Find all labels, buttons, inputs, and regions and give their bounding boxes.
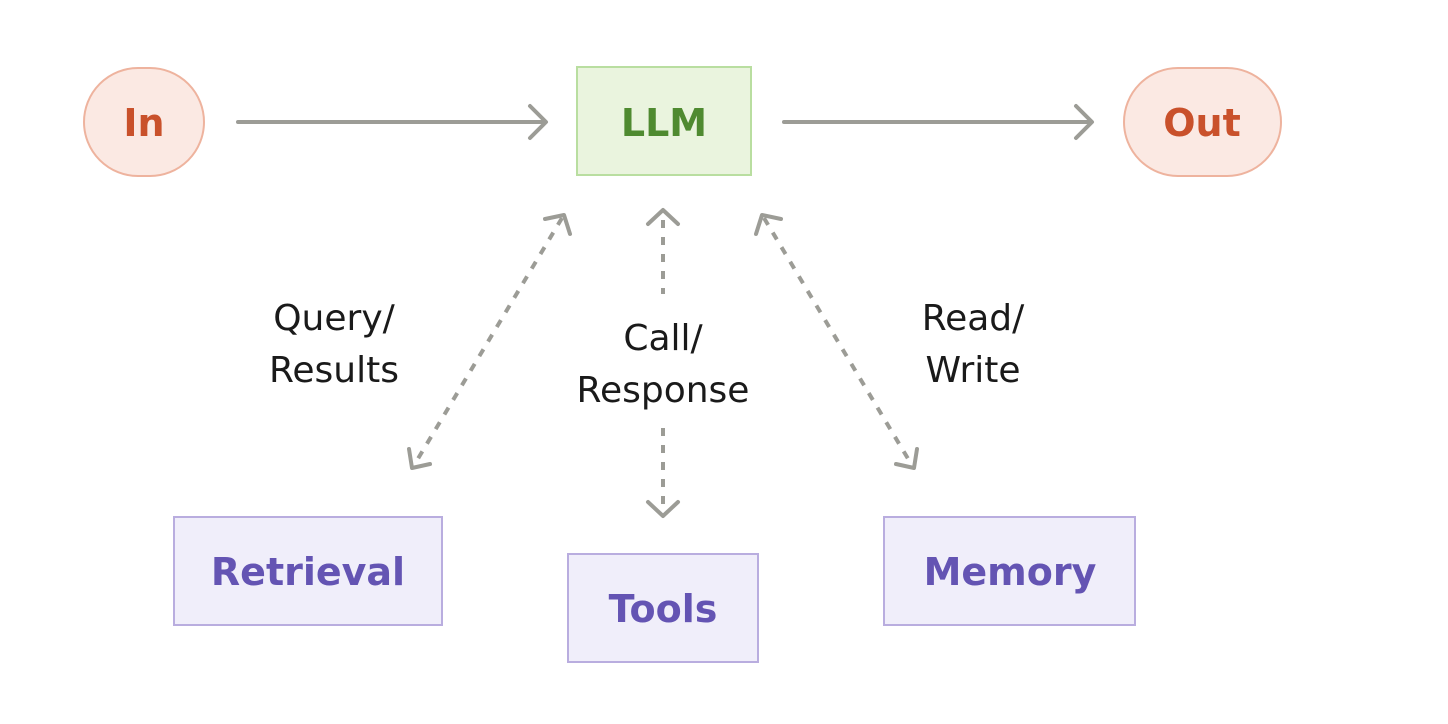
node-llm: LLM: [576, 66, 752, 176]
arrow-llm-memory: [754, 213, 919, 470]
arrow-llm-tools: [646, 208, 680, 518]
node-retrieval-label: Retrieval: [211, 550, 405, 594]
node-out-label: Out: [1163, 101, 1241, 145]
edge-label-line: Call/: [623, 318, 703, 359]
arrow-llm-to-out: [782, 104, 1094, 140]
edge-label-line: Read/: [922, 298, 1025, 339]
node-in: In: [83, 67, 205, 177]
edge-label-line: Write: [925, 350, 1020, 391]
edge-label-query-results: Query/ Results: [269, 298, 399, 391]
arrow-in-to-llm: [236, 104, 548, 140]
node-retrieval: Retrieval: [173, 516, 443, 626]
node-tools: Tools: [567, 553, 759, 663]
edge-label-line: Results: [269, 350, 399, 391]
edge-label-line: Query/: [273, 298, 395, 339]
node-out: Out: [1123, 67, 1282, 177]
edge-label-call-response: Call/ Response: [577, 318, 750, 411]
node-llm-label: LLM: [621, 101, 707, 145]
edge-label-line: Response: [577, 370, 750, 411]
node-in-label: In: [123, 101, 164, 145]
node-tools-label: Tools: [609, 587, 718, 631]
arrow-llm-retrieval: [407, 213, 572, 470]
node-memory: Memory: [883, 516, 1136, 626]
edge-label-read-write: Read/ Write: [922, 298, 1025, 391]
node-memory-label: Memory: [924, 550, 1097, 594]
